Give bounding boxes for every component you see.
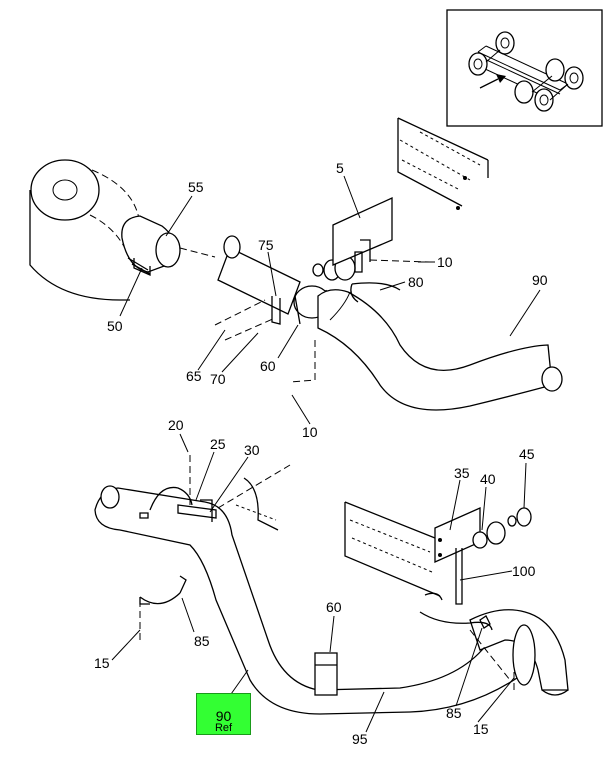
lower-exhaust-assembly <box>94 455 569 715</box>
callout-15-right: 15 <box>473 721 489 737</box>
callout-100: 100 <box>512 563 536 579</box>
callout-5: 5 <box>336 160 344 176</box>
upper-exhaust-assembly <box>29 117 563 411</box>
callout-10-lower: 10 <box>302 424 318 440</box>
callout-10-upper: 10 <box>437 254 453 270</box>
callout-55: 55 <box>188 179 204 195</box>
callout-85-right: 85 <box>446 705 462 721</box>
highlight-ref-label: Ref <box>214 722 233 734</box>
highlighted-part-90-ref[interactable]: 90 Ref <box>196 693 251 735</box>
callout-15-left: 15 <box>94 655 110 671</box>
callout-45: 45 <box>519 446 535 462</box>
callout-75: 75 <box>258 237 274 253</box>
callout-65: 65 <box>186 368 202 384</box>
callout-labels: 5 10 10 15 15 20 25 30 35 40 45 50 55 60… <box>94 160 548 747</box>
callout-30: 30 <box>244 442 260 458</box>
callout-60-lower: 60 <box>326 599 342 615</box>
callout-90: 90 <box>532 272 548 288</box>
callout-95: 95 <box>352 731 368 747</box>
callout-40: 40 <box>480 471 496 487</box>
callout-60-upper: 60 <box>260 358 276 374</box>
inset-chassis-locator <box>446 9 603 127</box>
callout-85-left: 85 <box>194 633 210 649</box>
highlight-number: 90 <box>215 708 232 724</box>
callout-70: 70 <box>210 371 226 387</box>
callout-80: 80 <box>408 274 424 290</box>
callout-20: 20 <box>168 417 184 433</box>
callout-50: 50 <box>107 318 123 334</box>
callout-25: 25 <box>210 436 226 452</box>
leader-lines <box>111 175 541 733</box>
callout-35: 35 <box>454 465 470 481</box>
